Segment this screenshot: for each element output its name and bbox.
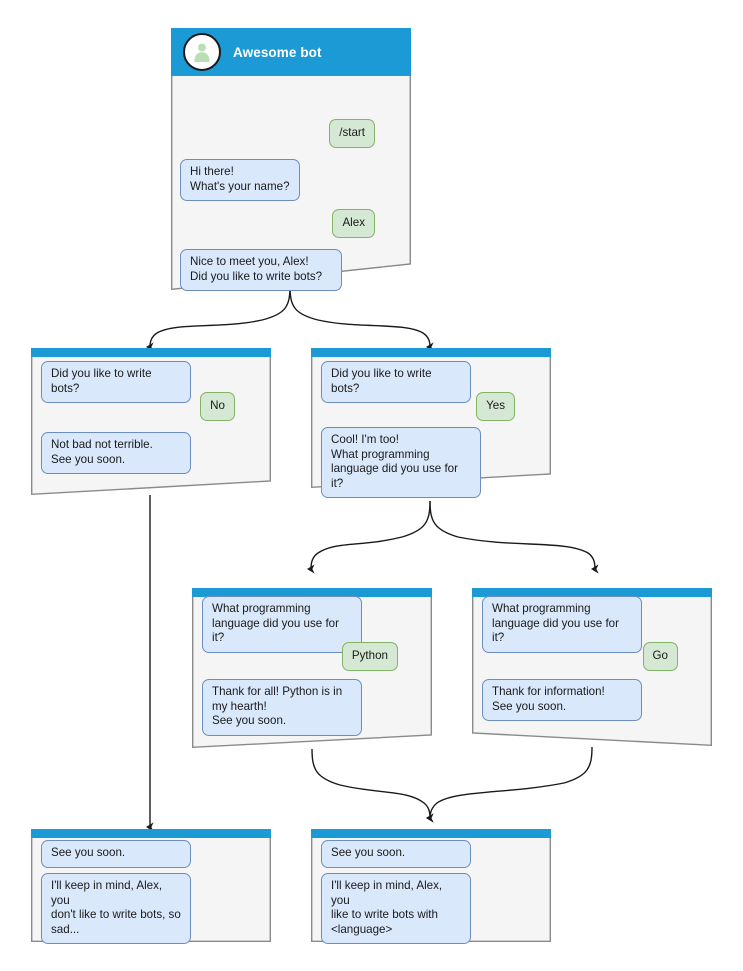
edge-go-to-end-happy — [426, 746, 593, 823]
message-bubble-bot[interactable]: Nice to meet you, Alex! Did you like to … — [180, 249, 342, 292]
node-content: What programming language did you use fo… — [472, 588, 712, 746]
node-content: Did you like to write bots? Yes Cool! I'… — [311, 348, 551, 499]
edge-yes-to-python — [307, 500, 431, 574]
message-bubble-bot[interactable]: Cool! I'm too! What programming language… — [321, 427, 481, 499]
node-content: What programming language did you use fo… — [192, 588, 432, 748]
node-header-bar — [472, 588, 712, 597]
message-bubble-user[interactable]: No — [200, 392, 235, 421]
message-bubble-bot[interactable]: Did you like to write bots? — [41, 361, 191, 404]
message-bubble-user[interactable]: Alex — [332, 209, 375, 238]
node-header-bar — [311, 829, 551, 838]
message-list: See you soon. I'll keep in mind, Alex, y… — [311, 829, 551, 945]
node-header-bar — [31, 829, 271, 838]
node-content: Did you like to write bots? No Not bad n… — [31, 348, 271, 495]
message-bubble-bot[interactable]: See you soon. — [321, 840, 471, 868]
chat-node-end-happy[interactable]: See you soon. I'll keep in mind, Alex, y… — [310, 828, 552, 945]
chat-node-no-branch[interactable]: Did you like to write bots? No Not bad n… — [30, 347, 272, 496]
node-header-bar — [311, 348, 551, 357]
bot-name-label: Awesome bot — [233, 44, 322, 60]
message-bubble-bot[interactable]: See you soon. — [41, 840, 191, 868]
message-bubble-bot[interactable]: I'll keep in mind, Alex, you don't like … — [41, 873, 191, 945]
message-bubble-bot[interactable]: What programming language did you use fo… — [482, 596, 642, 653]
message-bubble-bot[interactable]: Did you like to write bots? — [321, 361, 471, 404]
message-bubble-user[interactable]: Go — [642, 642, 678, 671]
edge-yes-to-go — [429, 500, 599, 574]
message-bubble-bot[interactable]: Thank for all! Python is in my hearth! S… — [202, 679, 362, 736]
message-bubble-user[interactable]: /start — [329, 119, 375, 148]
node-content: See you soon. I'll keep in mind, Alex, y… — [311, 829, 551, 945]
chat-node-yes-branch[interactable]: Did you like to write bots? Yes Cool! I'… — [310, 347, 552, 499]
message-list: See you soon. I'll keep in mind, Alex, y… — [31, 829, 271, 945]
node-content: See you soon. I'll keep in mind, Alex, y… — [31, 829, 271, 945]
bot-header-bar: Awesome bot — [171, 28, 411, 76]
message-bubble-bot[interactable]: What programming language did you use fo… — [202, 596, 362, 653]
node-header-bar — [31, 348, 271, 357]
message-list: Did you like to write bots? Yes Cool! I'… — [311, 348, 551, 499]
message-bubble-user[interactable]: Yes — [476, 392, 515, 421]
message-list: What programming language did you use fo… — [192, 588, 432, 748]
edge-root-to-yes — [289, 285, 434, 352]
message-bubble-bot[interactable]: Hi there! What's your name? — [180, 159, 300, 202]
node-header-bar — [192, 588, 432, 597]
chat-node-python-branch[interactable]: What programming language did you use fo… — [191, 587, 433, 749]
message-list: /start Hi there! What's your name? Alex … — [171, 28, 411, 292]
chat-node-end-sad[interactable]: See you soon. I'll keep in mind, Alex, y… — [30, 828, 272, 945]
message-bubble-bot[interactable]: I'll keep in mind, Alex, you like to wri… — [321, 873, 471, 945]
message-list: Did you like to write bots? No Not bad n… — [31, 348, 271, 495]
message-list: What programming language did you use fo… — [472, 588, 712, 746]
message-bubble-bot[interactable]: Not bad not terrible. See you soon. — [41, 432, 191, 475]
message-bubble-bot[interactable]: Thank for information! See you soon. — [482, 679, 642, 722]
edge-python-to-end-happy — [311, 748, 434, 823]
person-avatar-icon — [183, 33, 221, 71]
edge-root-to-no — [146, 285, 291, 352]
chat-node-go-branch[interactable]: What programming language did you use fo… — [471, 587, 713, 747]
chat-node-root[interactable]: Awesome bot /start Hi there! What's your… — [170, 27, 412, 292]
message-bubble-user[interactable]: Python — [341, 642, 398, 671]
node-content: Awesome bot /start Hi there! What's your… — [171, 28, 411, 292]
